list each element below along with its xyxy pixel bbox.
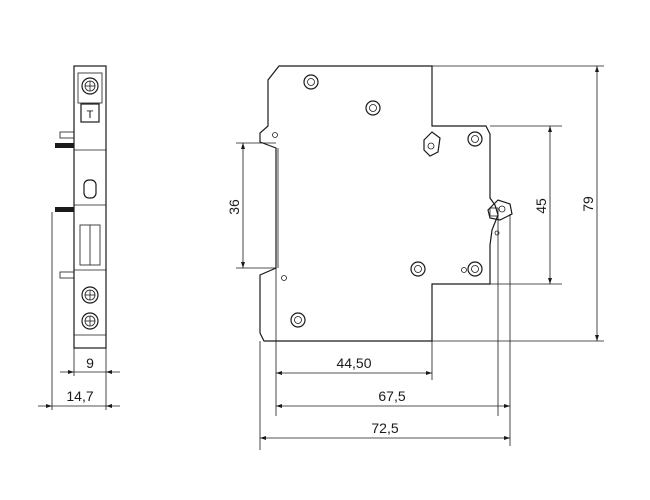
side-view: T bbox=[55, 65, 107, 349]
side-dimensions: 9 14,7 bbox=[38, 212, 120, 410]
side-bottom-screw-2 bbox=[81, 312, 99, 330]
front-latch-right bbox=[487, 199, 513, 221]
side-pin-top bbox=[59, 131, 75, 139]
dim-44-50: 44,50 bbox=[336, 355, 371, 371]
front-rivet-3 bbox=[467, 131, 483, 147]
front-outline bbox=[259, 65, 499, 342]
side-pin-bottom bbox=[59, 271, 75, 279]
front-rivet-2 bbox=[365, 100, 381, 116]
dim-72-5: 72,5 bbox=[371, 420, 398, 436]
dim-45: 45 bbox=[533, 198, 549, 214]
dim-67-5: 67,5 bbox=[378, 388, 405, 404]
front-rivet-5 bbox=[467, 261, 483, 277]
side-top-screw bbox=[81, 77, 99, 95]
side-top-terminal bbox=[77, 72, 103, 104]
front-rivet-1 bbox=[303, 74, 319, 90]
dim-9: 9 bbox=[86, 355, 94, 371]
dim-14-7: 14,7 bbox=[66, 388, 93, 404]
dim-79: 79 bbox=[580, 196, 596, 212]
front-dimensions: 36 45 79 44,50 67,5 72,5 bbox=[226, 65, 604, 450]
side-terminal-box bbox=[80, 103, 100, 123]
front-rivet-6 bbox=[290, 312, 306, 328]
side-slot bbox=[83, 179, 97, 199]
dim-36: 36 bbox=[226, 199, 242, 215]
front-view bbox=[259, 65, 513, 342]
side-rail-clip-top bbox=[55, 143, 74, 148]
side-terminal-label: T bbox=[87, 109, 94, 121]
side-rail-clip-bottom bbox=[55, 207, 74, 212]
front-latch-upper bbox=[423, 131, 441, 157]
front-rivet-4 bbox=[410, 261, 426, 277]
side-bottom-screw-1 bbox=[81, 286, 99, 304]
